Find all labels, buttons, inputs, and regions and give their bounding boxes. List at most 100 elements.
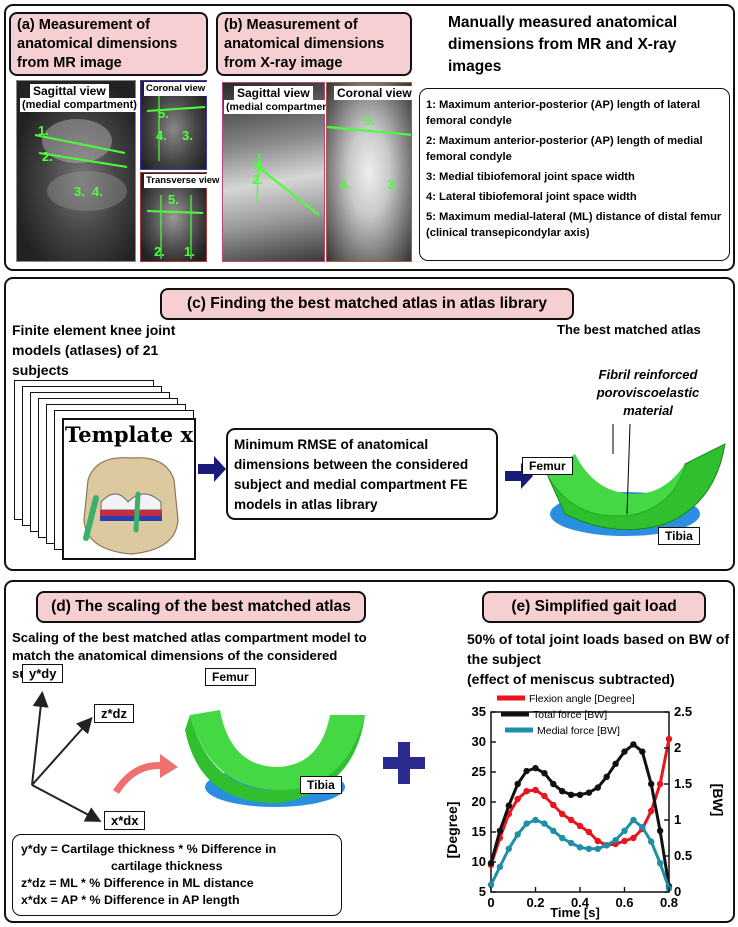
measure-item-5: 5: Maximum medial-lateral (ML) distance …: [426, 211, 722, 239]
mr-transverse-label: Transverse view: [144, 174, 222, 188]
xray-coronal-image: [326, 82, 412, 262]
atlas-library-text: Finite element knee joint models (atlase…: [12, 322, 176, 378]
legend-label-2: Medial force [BW]: [537, 725, 620, 737]
series-point-0-11: [585, 828, 593, 836]
mr-mark-3b: 3.: [182, 128, 193, 143]
scaled-atlas-model: [185, 710, 365, 807]
xray-mark-2: 2.: [252, 172, 263, 187]
series-point-1-1: [496, 827, 504, 834]
series-point-0-4: [523, 788, 530, 795]
series-point-2-1: [496, 863, 504, 870]
series-point-0-12: [594, 837, 601, 845]
y2-tick-label-0: 0: [674, 884, 681, 899]
series-point-1-14: [612, 760, 619, 768]
series-point-2-18: [648, 838, 655, 845]
series-point-2-13: [603, 842, 610, 849]
mr-sagittal-label: Sagittal view: [30, 84, 109, 98]
series-point-2-3: [514, 831, 521, 838]
series-point-0-18: [648, 807, 655, 815]
rmse-box: Minimum RMSE of anatomical dimensions be…: [226, 428, 498, 520]
best-atlas-title: The best matched atlas: [557, 322, 701, 337]
axis-z-label: z*dz: [94, 704, 134, 723]
series-point-2-8: [559, 834, 566, 842]
mr-mark-2: 2.: [42, 149, 53, 164]
series-point-2-2: [505, 845, 512, 852]
equation-1b: cartilage thickness: [111, 859, 223, 873]
x-tick-label-0: 0: [487, 895, 494, 910]
xray-mark-5: 5.: [364, 113, 375, 128]
measure-list: 1: Maximum anterior-posterior (AP) lengt…: [419, 88, 730, 261]
series-point-1-10: [576, 791, 584, 798]
panel-c-title: (c) Finding the best matched atlas in at…: [160, 288, 574, 320]
xray-sagittal-sub: (medial compartment): [224, 100, 338, 114]
legend-label-1: Total force [BW]: [533, 709, 607, 721]
series-point-1-7: [550, 780, 557, 788]
x-tick-label-3: 0.6: [615, 895, 633, 910]
mr-mark-2b: 2.: [154, 244, 165, 259]
series-point-0-7: [550, 801, 557, 809]
equation-box: y*dy = Cartilage thickness * % Differenc…: [12, 834, 342, 916]
scaling-axes: [31, 691, 102, 822]
series-point-2-4: [523, 820, 530, 827]
measure-item-4: 4: Lateral tibiofemoral joint space widt…: [426, 191, 637, 203]
mr-mark-3: 3.: [74, 184, 85, 199]
atlas-card-template: Template x: [62, 418, 196, 560]
series-point-1-18: [648, 780, 655, 788]
series-line-1: [489, 742, 671, 887]
series-point-1-9: [567, 791, 575, 798]
y-tick-label-2: 15: [472, 824, 486, 839]
panel-e-title: (e) Simplified gait load: [482, 591, 706, 623]
series-point-2-9: [567, 839, 575, 847]
legend-label-0: Flexion angle [Degree]: [529, 693, 635, 705]
axis-x-label: x*dx: [104, 811, 146, 830]
series-point-0-8: [559, 810, 566, 818]
series-point-2-14: [612, 836, 619, 844]
series-point-0-16: [630, 834, 637, 842]
series-point-2-16: [630, 816, 637, 824]
xray-sagittal-label: Sagittal view: [234, 86, 313, 100]
series-point-0-6: [541, 792, 548, 800]
arrow-right-icon: [198, 456, 226, 482]
series-point-0-3: [514, 795, 521, 803]
x-tick-label-1: 0.2: [526, 895, 544, 910]
series-point-1-12: [594, 784, 601, 791]
equation-3: x*dx = AP * % Difference in AP length: [21, 893, 240, 907]
y2-tick-label-3: 1.5: [674, 776, 692, 791]
y-tick-label-5: 30: [472, 734, 486, 749]
measure-item-3: 3: Medial tibiofemoral joint space width: [426, 171, 635, 183]
y-tick-label-0: 5: [479, 884, 486, 899]
y2-tick-label-5: 2.5: [674, 704, 692, 719]
series-point-1-5: [532, 764, 539, 772]
bottom-panel: [4, 580, 735, 923]
tibia-label-d: Tibia: [300, 776, 342, 794]
scaling-desc: Scaling of the best matched atlas compar…: [12, 630, 367, 681]
best-atlas-model: [546, 424, 726, 536]
xray-coronal-label: Coronal view: [334, 86, 415, 100]
series-point-1-4: [523, 767, 530, 775]
series-point-2-17: [639, 824, 646, 831]
series-point-2-10: [576, 844, 584, 851]
gait-desc: 50% of total joint loads based on BW of …: [467, 631, 730, 667]
series-point-0-10: [576, 822, 584, 830]
equation-2: z*dz = ML * % Difference in ML distance: [21, 876, 254, 890]
panel-b-title: (b) Measurement of anatomical dimensions…: [216, 12, 412, 76]
series-point-1-13: [603, 773, 610, 780]
gait-desc-2: (effect of meniscus subtracted): [467, 671, 675, 687]
femur-label-d: Femur: [205, 668, 256, 686]
mr-sagittal-sub: (medial compartment): [20, 98, 139, 112]
plus-icon: [383, 742, 425, 784]
series-point-2-12: [594, 845, 601, 852]
xray-mark-1: 1.: [256, 158, 267, 173]
tibia-label: Tibia: [658, 527, 700, 545]
y2-tick-label-1: 0.5: [674, 848, 692, 863]
femur-label: Femur: [522, 457, 573, 475]
chart-xlabel: Time [s]: [550, 905, 600, 920]
y-tick-label-4: 25: [472, 764, 486, 779]
mr-mark-4b: 4.: [156, 128, 167, 143]
y2-tick-label-2: 1: [674, 812, 681, 827]
measure-heading: Manually measured anatomical dimensions …: [448, 14, 678, 75]
series-point-1-15: [621, 748, 628, 755]
series-point-0-15: [621, 837, 628, 845]
series-point-2-5: [532, 816, 539, 824]
